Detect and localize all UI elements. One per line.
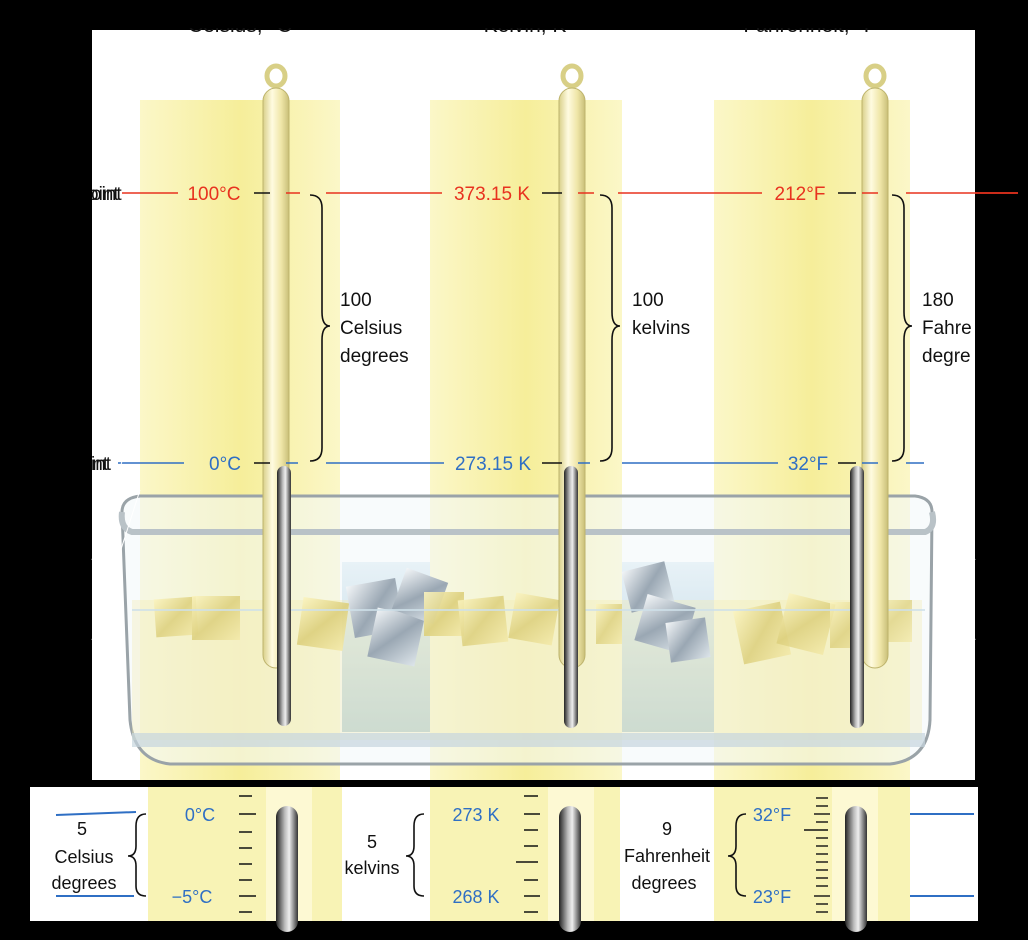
detail-celsius-number: 5 <box>77 819 87 839</box>
range-celsius-line1: Celsius <box>340 318 402 339</box>
detail-celsius-top: 0°C <box>185 805 215 825</box>
freezing-point-label: int <box>88 454 109 475</box>
range-celsius-line2: degrees <box>340 346 409 367</box>
zoom-lines <box>91 429 976 641</box>
freezing-point-label-visible: int <box>91 454 112 475</box>
range-kelvin-line1: kelvins <box>632 318 690 339</box>
detail-ticks-celsius <box>239 795 256 913</box>
freezing-fahrenheit: 32°F <box>788 454 828 475</box>
thermometer-fahrenheit <box>850 63 889 728</box>
range-celsius-number: 100 <box>340 290 372 311</box>
freezing-celsius: 0°C <box>209 454 241 475</box>
boiling-celsius: 100°C <box>187 184 240 205</box>
thermometer-kelvin <box>558 63 586 728</box>
boiling-point-label-visible: oint <box>91 184 122 205</box>
detail-celsius-line2: degrees <box>51 873 116 893</box>
detail-ticks-fahrenheit <box>804 797 830 913</box>
detail-kelvin-number: 5 <box>367 832 377 852</box>
detail-fahrenheit-line2: degrees <box>631 873 696 893</box>
range-braces <box>309 194 913 462</box>
boiling-point-label: oint <box>88 184 119 205</box>
detail-ticks-kelvin <box>516 795 540 913</box>
detail-celsius-line1: Celsius <box>54 847 113 867</box>
detail-fahrenheit-number: 9 <box>662 819 672 839</box>
detail-kelvin-line1: kelvins <box>344 858 399 878</box>
detail-fahrenheit-top: 32°F <box>753 805 791 825</box>
detail-kelvin-top: 273 K <box>452 805 499 825</box>
detail-kelvin-bottom: 268 K <box>452 887 499 907</box>
range-fahrenheit-line1: Fahre <box>922 318 972 339</box>
boiling-fahrenheit: 212°F <box>775 184 826 205</box>
detail-fahrenheit-bottom: 23°F <box>753 887 791 907</box>
range-kelvin-number: 100 <box>632 290 664 311</box>
boiling-kelvin: 373.15 K <box>454 184 530 205</box>
detail-celsius-bottom: −5°C <box>172 887 213 907</box>
range-fahrenheit-line2: degre <box>922 346 971 367</box>
freezing-kelvin: 273.15 K <box>455 454 531 475</box>
detail-fahrenheit-line1: Fahrenheit <box>624 846 710 866</box>
thermometer-celsius <box>262 63 291 726</box>
range-fahrenheit-number: 180 <box>922 290 954 311</box>
